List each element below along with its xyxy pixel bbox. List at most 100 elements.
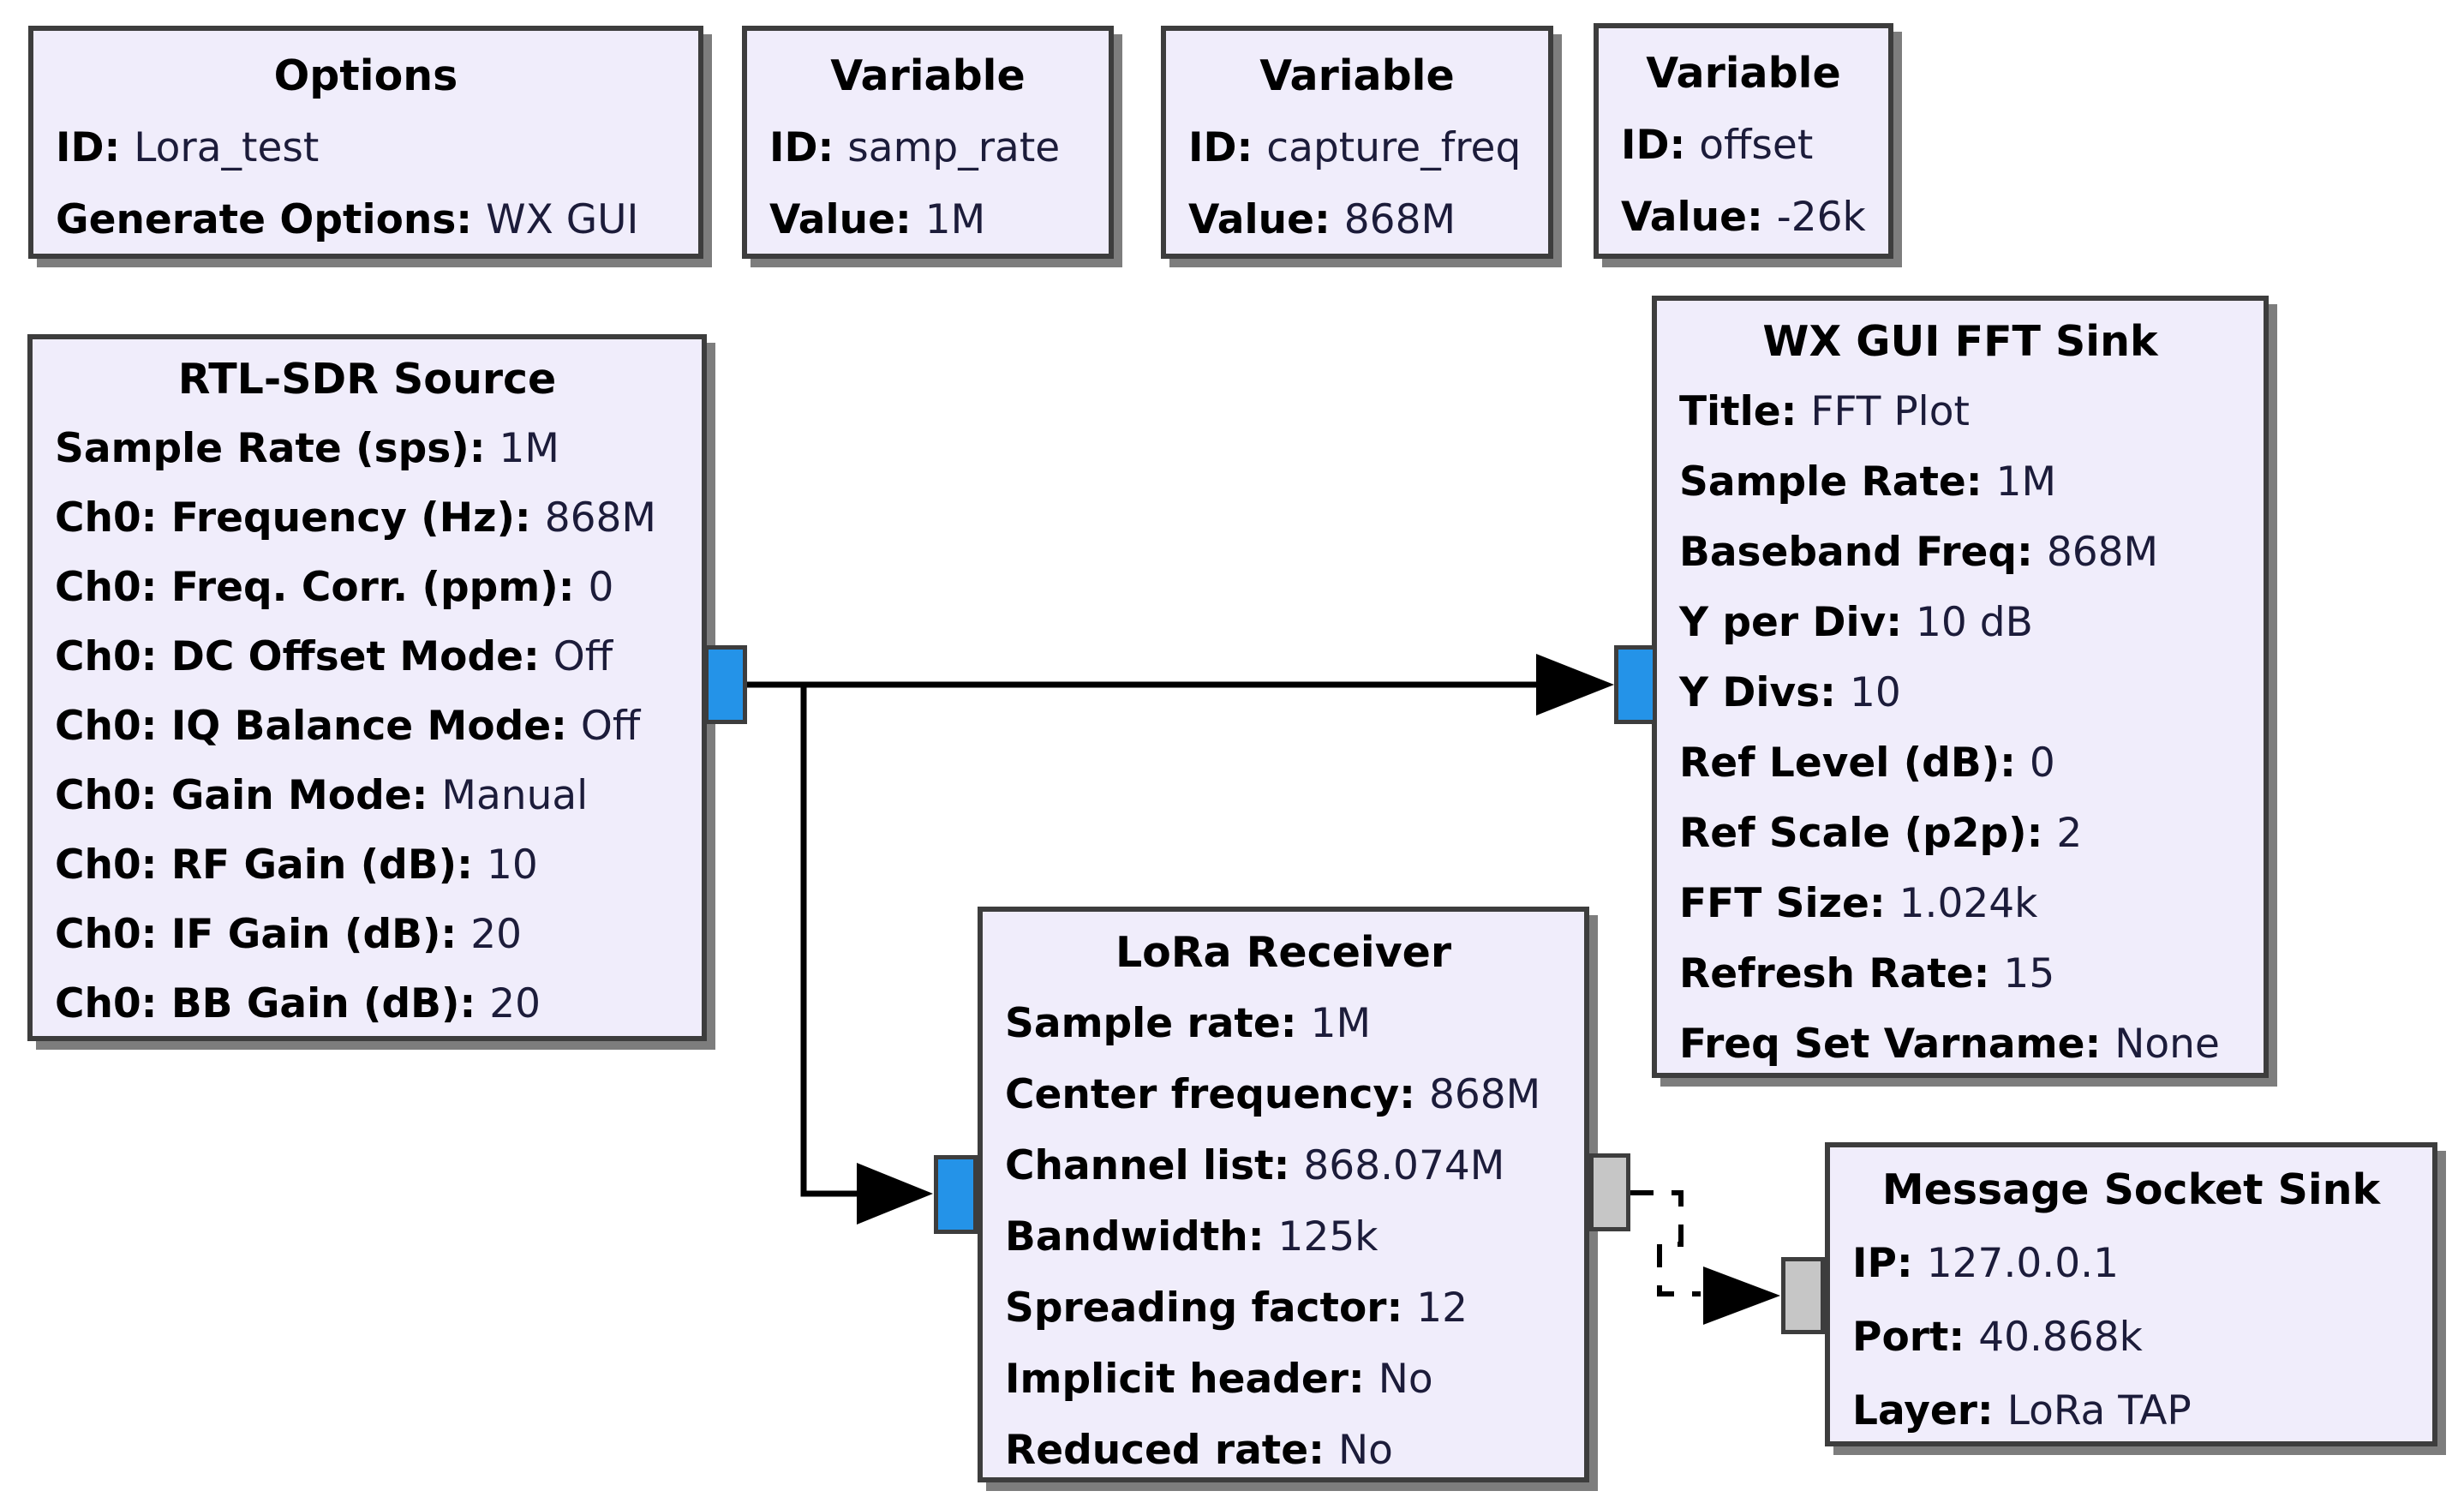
block-variable-offset[interactable]: Variable ID: offset Value: -26k: [1594, 23, 1893, 259]
param-value: 1M: [499, 425, 559, 472]
param-value: LoRa TAP: [2006, 1386, 2192, 1434]
arrowhead-icon: [857, 1163, 933, 1225]
param-row: Title: FFT Plot: [1657, 376, 2264, 446]
param-value: 868M: [544, 494, 656, 542]
param-value: WX GUI: [486, 195, 639, 243]
param-row: Sample rate: 1M: [983, 988, 1584, 1059]
param-label: Layer:: [1852, 1386, 1994, 1434]
block-title: WX GUI FFT Sink: [1762, 316, 2158, 366]
param-label: Ch0: BB Gain (dB):: [55, 980, 476, 1027]
param-label: Ch0: Freq. Corr. (ppm):: [55, 564, 575, 611]
param-row: ID: Lora_test: [33, 111, 698, 183]
param-value: FFT Plot: [1810, 387, 1970, 435]
param-row: Sample Rate: 1M: [1657, 446, 2264, 517]
rtlsdr-source-output-port[interactable]: [704, 645, 747, 724]
param-label: Refresh Rate:: [1679, 949, 1990, 997]
block-options[interactable]: Options ID: Lora_test Generate Options: …: [28, 26, 703, 259]
param-value: 1M: [1310, 1000, 1372, 1047]
param-list: ID: capture_freq Value: 868M: [1166, 111, 1548, 255]
param-row: Ch0: Frequency (Hz): 868M: [33, 483, 702, 553]
param-label: Sample rate:: [1005, 1000, 1297, 1047]
param-value: 1.024k: [1899, 879, 2038, 927]
param-row: Ref Scale (p2p): 2: [1657, 798, 2264, 868]
param-value: Manual: [441, 772, 589, 819]
param-value: 12: [1416, 1284, 1468, 1332]
block-variable-capture-freq[interactable]: Variable ID: capture_freq Value: 868M: [1161, 26, 1553, 259]
param-value: Off: [553, 633, 613, 680]
param-value: No: [1378, 1356, 1433, 1403]
param-row: Ch0: BB Gain (dB): 20: [33, 969, 702, 1039]
param-row: Value: -26k: [1599, 181, 1888, 253]
param-value: offset: [1699, 121, 1814, 169]
connection-rtlsdr-to-lora-receiver[interactable]: [800, 685, 861, 1197]
block-title: Variable: [1646, 48, 1841, 98]
param-list: ID: samp_rate Value: 1M: [747, 111, 1109, 255]
param-label: ID:: [1621, 121, 1686, 169]
param-row: Y Divs: 10: [1657, 657, 2264, 728]
param-value: -26k: [1776, 193, 1866, 241]
message-socket-sink-input-port[interactable]: [1781, 1257, 1825, 1334]
param-row: Freq Set Varname: None: [1657, 1009, 2264, 1079]
param-label: Ref Level (dB):: [1679, 739, 2016, 787]
param-row: IP: 127.0.0.1: [1830, 1226, 2432, 1300]
param-value: 40.868k: [1978, 1313, 2143, 1361]
param-value: 10: [486, 841, 538, 889]
param-label: Sample Rate:: [1679, 458, 1983, 506]
param-value: None: [2114, 1020, 2220, 1068]
param-row: Y per Div: 10 dB: [1657, 587, 2264, 657]
param-list: ID: Lora_test Generate Options: WX GUI: [33, 111, 698, 255]
param-label: ID:: [56, 123, 121, 171]
param-value: Off: [580, 703, 641, 750]
block-wx-gui-fft-sink[interactable]: WX GUI FFT Sink Title: FFT Plot Sample R…: [1652, 296, 2269, 1078]
param-label: Value:: [1188, 195, 1331, 243]
param-row: Ch0: RF Gain (dB): 10: [33, 830, 702, 900]
param-list: ID: offset Value: -26k: [1599, 109, 1888, 253]
block-title: Variable: [1259, 51, 1455, 100]
param-row: Ch0: IF Gain (dB): 20: [33, 900, 702, 969]
param-row: ID: samp_rate: [747, 111, 1109, 183]
param-value: 868M: [1343, 195, 1456, 243]
lora-receiver-input-port[interactable]: [934, 1155, 978, 1234]
block-lora-receiver[interactable]: LoRa Receiver Sample rate: 1M Center fre…: [978, 907, 1589, 1482]
param-value: 868.074M: [1303, 1142, 1505, 1189]
param-label: Reduced rate:: [1005, 1427, 1325, 1474]
block-title: Variable: [830, 51, 1026, 100]
param-label: Value:: [1621, 193, 1763, 241]
block-variable-samp-rate[interactable]: Variable ID: samp_rate Value: 1M: [742, 26, 1114, 259]
param-label: FFT Size:: [1679, 879, 1886, 927]
param-label: Y per Div:: [1679, 598, 1903, 646]
lora-receiver-output-port[interactable]: [1589, 1153, 1630, 1231]
param-row: Value: 1M: [747, 183, 1109, 255]
param-row: Implicit header: No: [983, 1344, 1584, 1415]
param-label: Ch0: DC Offset Mode:: [55, 633, 540, 680]
param-value: capture_freq: [1266, 123, 1522, 171]
param-label: Title:: [1679, 387, 1797, 435]
param-label: Ch0: IQ Balance Mode:: [55, 703, 567, 750]
param-row: Port: 40.868k: [1830, 1300, 2432, 1374]
param-row: Refresh Rate: 15: [1657, 938, 2264, 1009]
block-rtlsdr-source[interactable]: RTL-SDR Source Sample Rate (sps): 1M Ch0…: [27, 334, 707, 1041]
param-label: Ch0: IF Gain (dB):: [55, 911, 458, 958]
param-row: Channel list: 868.074M: [983, 1130, 1584, 1201]
param-value: 2: [2056, 809, 2083, 857]
param-row: Spreading factor: 12: [983, 1272, 1584, 1344]
param-value: 1M: [924, 195, 986, 243]
param-label: Freq Set Varname:: [1679, 1020, 2102, 1068]
param-row: FFT Size: 1.024k: [1657, 868, 2264, 938]
param-value: 0: [588, 564, 614, 611]
param-label: Y Divs:: [1679, 668, 1836, 716]
param-label: Bandwidth:: [1005, 1213, 1265, 1260]
param-row: ID: offset: [1599, 109, 1888, 181]
param-row: Baseband Freq: 868M: [1657, 517, 2264, 587]
param-label: Sample Rate (sps):: [55, 425, 486, 472]
connection-lora-receiver-to-message-socket-sink[interactable]: [1630, 1190, 1701, 1296]
param-row: Ref Level (dB): 0: [1657, 728, 2264, 798]
param-value: samp_rate: [847, 123, 1061, 171]
block-message-socket-sink[interactable]: Message Socket Sink IP: 127.0.0.1 Port: …: [1825, 1142, 2437, 1446]
param-row: Value: 868M: [1166, 183, 1548, 255]
param-label: Baseband Freq:: [1679, 528, 2033, 576]
param-list: IP: 127.0.0.1 Port: 40.868k Layer: LoRa …: [1830, 1226, 2432, 1447]
param-label: Center frequency:: [1005, 1071, 1415, 1118]
fft-sink-input-port[interactable]: [1614, 645, 1657, 724]
